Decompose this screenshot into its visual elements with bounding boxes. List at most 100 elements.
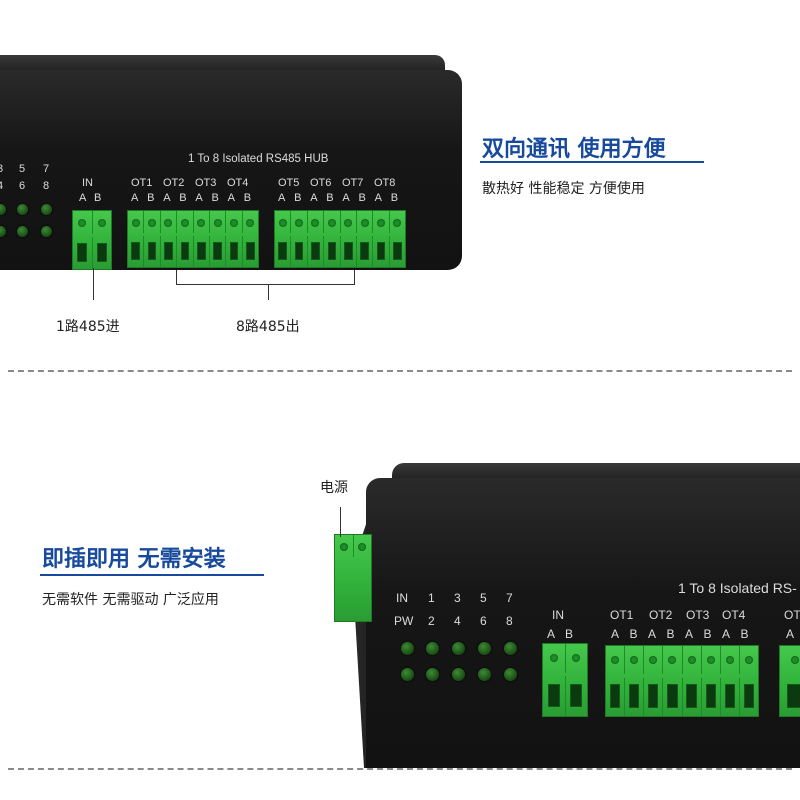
bottom-panel-title: 1 To 8 Isolated RS- <box>678 580 797 596</box>
terminal-a-label: A <box>163 192 171 204</box>
ot-label: OT3 <box>686 608 710 622</box>
led-label: IN <box>396 591 408 605</box>
terminal-b-label: B <box>294 192 302 204</box>
led-label: 1 <box>428 591 435 605</box>
led-label: 3 <box>454 591 461 605</box>
terminal-a-label: A <box>131 192 139 204</box>
terminal-a-label: A <box>227 192 235 204</box>
terminal-b-label: B <box>358 192 366 204</box>
led-label: 4 <box>0 180 4 192</box>
terminal-b-label: B <box>243 192 252 204</box>
status-led <box>17 204 28 215</box>
terminal-b-label: B <box>94 192 102 204</box>
top-heading: 双向通讯 使用方便 <box>482 137 666 162</box>
led-label: 5 <box>19 163 26 175</box>
input-callout: 1路485进 <box>56 319 120 335</box>
status-led <box>504 668 517 681</box>
status-led <box>17 226 28 237</box>
terminal-b-label: B <box>666 627 675 641</box>
led-label: 4 <box>454 614 461 628</box>
terminal-b-label: B <box>565 627 574 641</box>
output-terminal-block-2 <box>779 645 800 717</box>
terminal-b-label: B <box>326 192 334 204</box>
led-label: 8 <box>43 180 50 192</box>
in-label: IN <box>552 608 564 622</box>
terminal-a-label: A <box>310 192 318 204</box>
status-led <box>41 204 52 215</box>
led-label: PW <box>394 614 414 628</box>
section-divider <box>8 370 792 372</box>
ot-label: OT7 <box>342 177 364 189</box>
status-led <box>478 668 491 681</box>
terminal-a-label: A <box>278 192 286 204</box>
callout-line <box>93 268 94 300</box>
status-led <box>452 642 465 655</box>
led-label: 2 <box>428 614 435 628</box>
terminal-b-label: B <box>390 192 399 204</box>
status-led <box>426 668 439 681</box>
led-label: 7 <box>43 163 50 175</box>
terminal-b-label: B <box>147 192 155 204</box>
terminal-a-label: A <box>685 627 694 641</box>
bottom-heading: 即插即用 无需安装 <box>42 547 226 572</box>
power-terminal-block <box>334 534 372 622</box>
status-led <box>452 668 465 681</box>
led-label: 6 <box>19 180 26 192</box>
status-led <box>0 226 6 237</box>
terminal-a-label: A <box>722 627 731 641</box>
led-label: 7 <box>506 591 513 605</box>
callout-line <box>176 284 355 285</box>
bottom-subtitle: 无需软件 无需驱动 广泛应用 <box>42 592 219 608</box>
status-led <box>41 226 52 237</box>
ot-label: OT3 <box>195 177 217 189</box>
ot-label: OT2 <box>649 608 673 622</box>
input-terminal-block <box>72 210 112 270</box>
terminal-a-label: A <box>786 627 795 641</box>
terminal-b-label: B <box>740 627 749 641</box>
led-label: 6 <box>480 614 487 628</box>
callout-line <box>340 507 341 537</box>
in-label: IN <box>82 177 93 189</box>
top-subtitle: 散热好 性能稳定 方便使用 <box>482 181 645 197</box>
ot-label: OT1 <box>610 608 634 622</box>
terminal-a-label: A <box>195 192 203 204</box>
ot-label: OT6 <box>310 177 332 189</box>
terminal-b-label: B <box>179 192 187 204</box>
ot-label: OT1 <box>131 177 153 189</box>
section-divider <box>8 768 792 770</box>
output-terminal-block-1 <box>127 210 259 268</box>
led-label: 3 <box>0 163 4 175</box>
status-led <box>478 642 491 655</box>
heading-underline <box>480 161 704 163</box>
terminal-b-label: B <box>211 192 219 204</box>
status-led <box>401 668 414 681</box>
led-label: 8 <box>506 614 513 628</box>
terminal-a-label: A <box>79 192 87 204</box>
input-terminal-block <box>542 643 588 717</box>
status-led <box>504 642 517 655</box>
top-panel-title: 1 To 8 Isolated RS485 HUB <box>188 153 329 165</box>
status-led <box>426 642 439 655</box>
led-label: 5 <box>480 591 487 605</box>
power-callout: 电源 <box>320 480 348 496</box>
terminal-a-label: A <box>342 192 350 204</box>
terminal-b-label: B <box>629 627 638 641</box>
heading-underline <box>40 574 264 576</box>
ot-label: OT8 <box>374 177 396 189</box>
terminal-a-label: A <box>547 627 556 641</box>
ot-label: OT5 <box>278 177 300 189</box>
callout-line <box>268 284 269 300</box>
status-led <box>401 642 414 655</box>
output-terminal-block-2 <box>274 210 406 268</box>
ot-label: OT2 <box>163 177 185 189</box>
terminal-a-label: A <box>611 627 620 641</box>
terminal-b-label: B <box>703 627 712 641</box>
terminal-a-label: A <box>648 627 657 641</box>
output-terminal-block-1 <box>605 645 759 717</box>
ot-label: OT4 <box>722 608 746 622</box>
ot-label: OT <box>784 608 800 622</box>
callout-line <box>176 270 177 284</box>
terminal-a-label: A <box>374 192 382 204</box>
status-led <box>0 204 6 215</box>
